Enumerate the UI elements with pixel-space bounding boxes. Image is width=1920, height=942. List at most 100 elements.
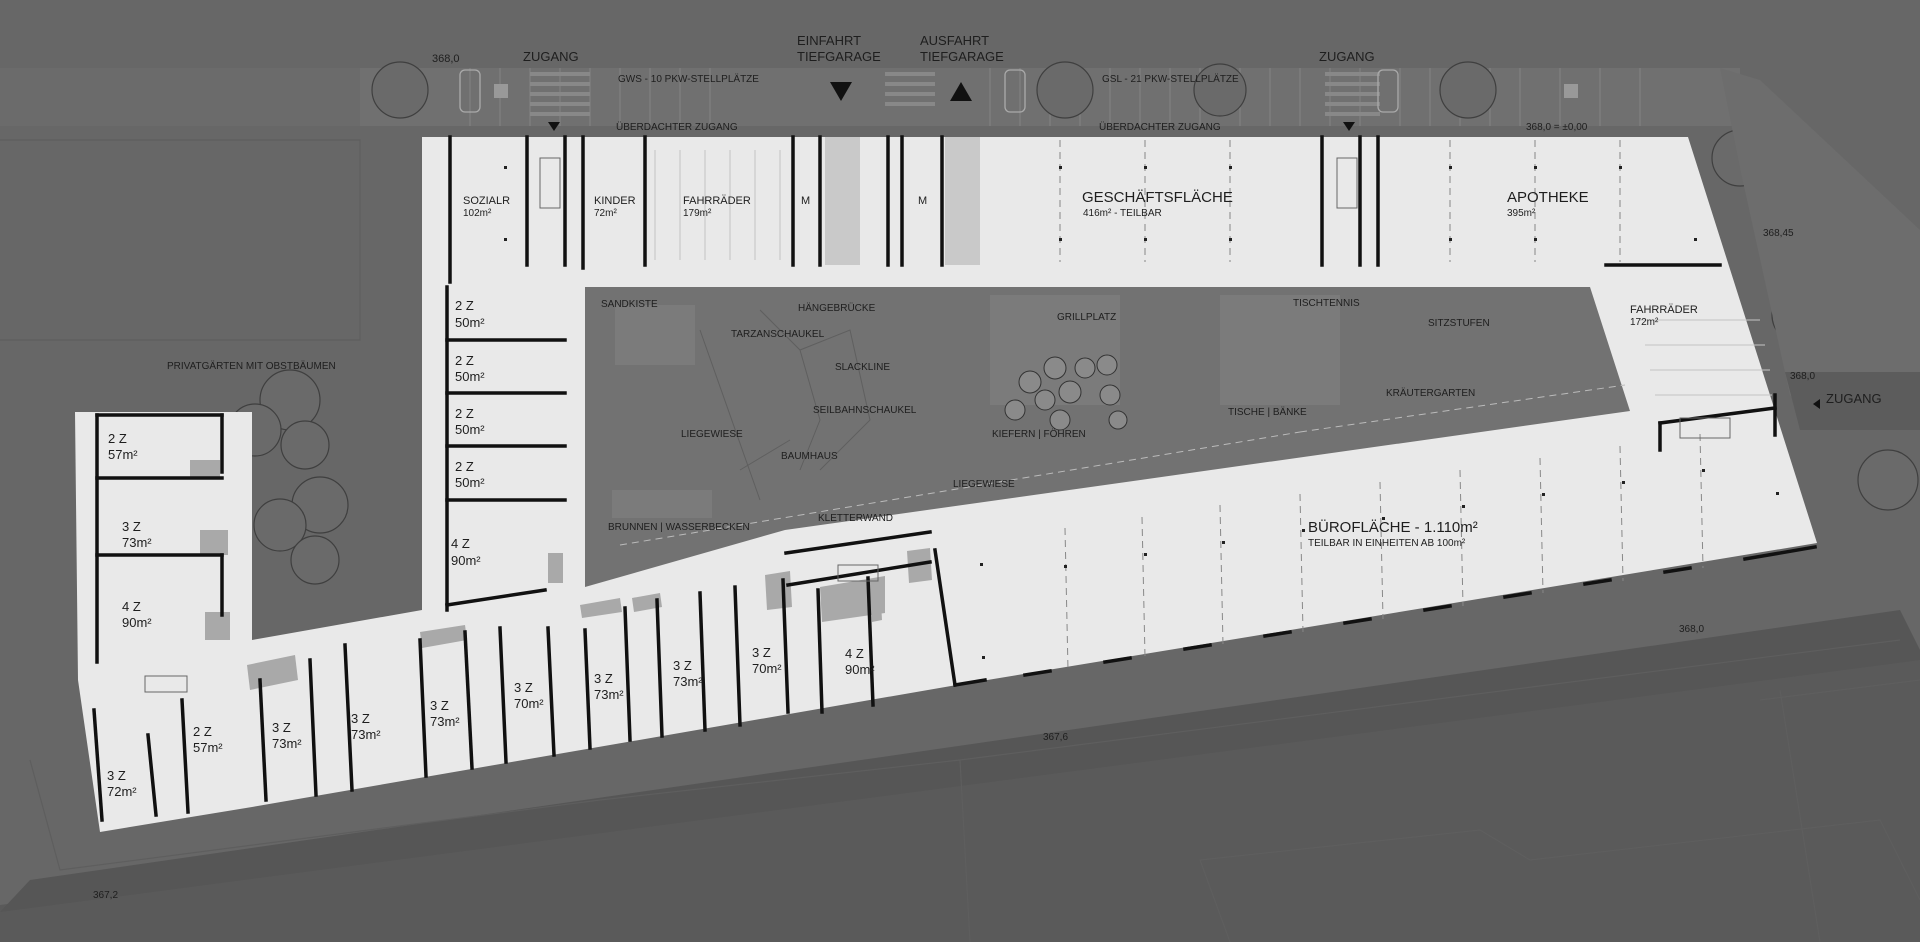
columns — [504, 166, 1779, 659]
room-name: M — [918, 195, 927, 207]
unit-type: 2 Z — [193, 724, 212, 739]
partition-lines — [619, 140, 1704, 671]
unit-type: 3 Z — [594, 671, 613, 686]
unit-type: 2 Z — [455, 406, 474, 421]
parking-label: GSL - 21 PKW-STELLPLÄTZE — [1102, 73, 1239, 85]
arrow-down-icon — [548, 122, 560, 131]
parking-strip-west — [0, 68, 360, 126]
room-area: 102m² — [463, 208, 492, 219]
courtyard-label: LIEGEWIESE — [681, 429, 743, 440]
unit-area: 70m² — [752, 661, 782, 676]
covered-access-label: ÜBERDACHTER ZUGANG — [616, 121, 738, 133]
access-label: ZUGANG — [1319, 49, 1375, 64]
access-label: ZUGANG — [1826, 391, 1882, 406]
courtyard-label: GRILLPLATZ — [1057, 312, 1116, 323]
entry-label-2: TIEFGARAGE — [797, 49, 881, 64]
exit-label-2: TIEFGARAGE — [920, 49, 1004, 64]
stair-icon — [144, 157, 1731, 693]
unit-area: 73m² — [351, 727, 381, 742]
unit-type: 2 Z — [455, 353, 474, 368]
courtyard-label: SANDKISTE — [601, 299, 658, 310]
unit-type: 4 Z — [122, 599, 141, 614]
unit-type: 4 Z — [845, 646, 864, 661]
courtyard-label: BRUNNEN | WASSERBECKEN — [608, 522, 750, 533]
unit-area: 73m² — [122, 535, 152, 550]
room-area: 72m² — [594, 208, 617, 219]
courtyard-label: SITZSTUFEN — [1428, 318, 1490, 329]
unit-type: 3 Z — [351, 711, 370, 726]
courtyard-label: KIEFERN | FÖHREN — [992, 428, 1086, 440]
unit-type: 3 Z — [514, 680, 533, 695]
exit-label-1: AUSFAHRT — [920, 33, 989, 48]
room-name: FAHRRÄDER — [1630, 304, 1698, 316]
courtyard-label: SEILBAHNSCHAUKEL — [813, 405, 917, 416]
unit-type: 3 Z — [752, 645, 771, 660]
entry-zebra — [530, 72, 1380, 116]
level-label: 367,2 — [93, 890, 118, 901]
east-entry — [1785, 372, 1920, 430]
room-area: 416m² - TEILBAR — [1083, 208, 1162, 219]
room-area: 172m² — [1630, 317, 1659, 328]
level-label: 368,0 — [1790, 371, 1815, 382]
walls — [92, 135, 1818, 822]
unit-type: 3 Z — [430, 698, 449, 713]
courtyard — [585, 287, 1630, 587]
unit-area: 73m² — [272, 736, 302, 751]
level-label: 368,0 — [1679, 624, 1704, 635]
bike-racks — [654, 150, 1772, 396]
level-label: 368,45 — [1763, 228, 1794, 239]
unit-area: 50m² — [455, 315, 485, 330]
play-structure — [699, 309, 871, 501]
unit-area: 72m² — [107, 784, 137, 799]
unit-area: 50m² — [455, 475, 485, 490]
garage-ramp-out — [945, 137, 980, 265]
unit-area: 90m² — [122, 615, 152, 630]
unit-area: 57m² — [108, 447, 138, 462]
courtyard-label: LIEGEWIESE — [953, 479, 1015, 490]
garden-label: PRIVATGÄRTEN MIT OBSTBÄUMEN — [167, 360, 336, 372]
courtyard-label: TISCHTENNIS — [1293, 298, 1360, 309]
room-area: 395m² — [1507, 208, 1536, 219]
unit-type: 2 Z — [455, 459, 474, 474]
unit-type: 2 Z — [455, 298, 474, 313]
level-label: 367,6 — [1043, 732, 1068, 743]
unit-area: 70m² — [514, 696, 544, 711]
courtyard-label: BAUMHAUS — [781, 451, 838, 462]
unit-area: 90m² — [451, 553, 481, 568]
accessible-parking-icon — [494, 84, 1578, 98]
courtyard-label: TISCHE | BÄNKE — [1228, 406, 1307, 418]
covered-access-label: ÜBERDACHTER ZUGANG — [1099, 121, 1221, 133]
entry-label-1: EINFAHRT — [797, 33, 861, 48]
room-name: BÜROFLÄCHE - 1.110m² — [1308, 518, 1478, 536]
level-label: 368,0 = ±0,00 — [1526, 122, 1588, 133]
unit-type: 3 Z — [673, 658, 692, 673]
unit-type: 3 Z — [107, 768, 126, 783]
room-name: FAHRRÄDER — [683, 195, 751, 207]
unit-area: 50m² — [455, 422, 485, 437]
unit-area: 50m² — [455, 369, 485, 384]
unit-area: 73m² — [430, 714, 460, 729]
unit-area: 73m² — [594, 687, 624, 702]
room-name: APOTHEKE — [1507, 189, 1589, 206]
entry-arrow-icon — [830, 82, 852, 101]
car-icon — [459, 69, 1399, 113]
room-name: KINDER — [594, 195, 636, 207]
courtyard-label: SLACKLINE — [835, 362, 890, 373]
east-path — [1720, 68, 1920, 430]
courtyard-label: TARZANSCHAUKEL — [731, 329, 825, 340]
site-context-lines — [0, 139, 1920, 942]
room-area: 179m² — [683, 208, 712, 219]
unit-type: 3 Z — [272, 720, 291, 735]
unit-type: 4 Z — [451, 536, 470, 551]
room-name: M — [801, 195, 810, 207]
courtyard-label: HÄNGEBRÜCKE — [798, 302, 876, 314]
unit-area: 73m² — [673, 674, 703, 689]
unit-type: 3 Z — [122, 519, 141, 534]
level-label: 368,0 — [432, 53, 460, 65]
courtyard-patches — [612, 295, 1340, 518]
access-label: ZUGANG — [523, 49, 579, 64]
room-area: TEILBAR IN EINHEITEN AB 100m² — [1308, 538, 1466, 549]
pine-tree-icon — [1004, 354, 1128, 431]
arrow-down-icon — [1343, 122, 1355, 131]
